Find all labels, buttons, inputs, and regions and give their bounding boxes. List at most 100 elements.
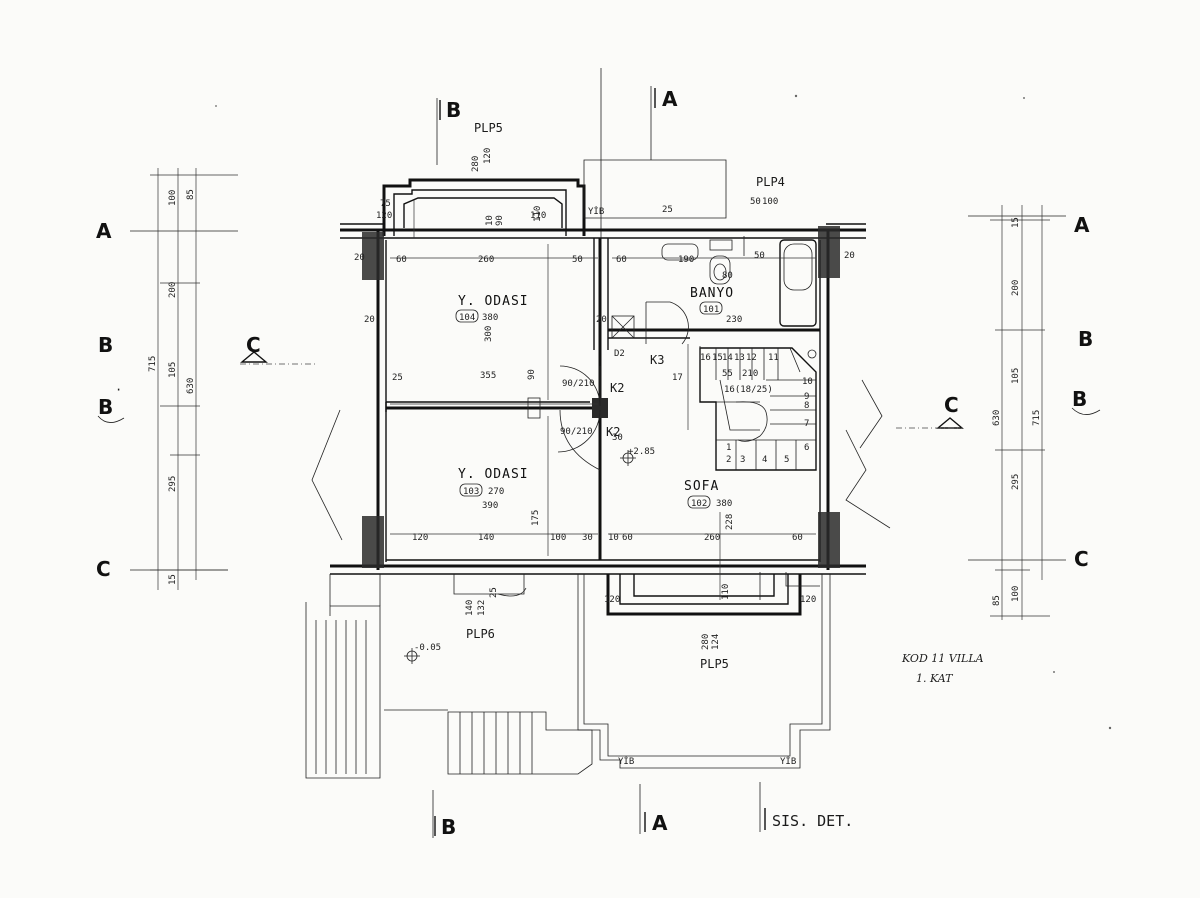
yib-labels: YİB YİB YİB bbox=[588, 206, 796, 767]
dim-120-c: 120 bbox=[604, 595, 620, 605]
dim-100-top: 100 bbox=[762, 197, 778, 207]
dim-25-top: 25 bbox=[662, 205, 673, 215]
plp-top: PLP5 bbox=[474, 121, 503, 135]
dim-30-b: 30 bbox=[612, 433, 623, 443]
right-grid-axis: A B B C 15 200 105 630 715 295 85 100 bbox=[968, 205, 1101, 620]
section-marker-left-c: C bbox=[246, 333, 261, 357]
stair-step-13: 13 bbox=[734, 353, 745, 363]
plp-labels: PLP5 PLP4 PLP6 PLP5 bbox=[466, 121, 785, 671]
dimension-texts: 280 120 75 120 10 90 110 60 260 50 190 8… bbox=[354, 148, 855, 650]
stair-step-5: 5 bbox=[784, 455, 789, 465]
dim-140-b: 140 bbox=[465, 600, 475, 616]
section-markers: B A B A SIS. DET. C C bbox=[240, 68, 964, 839]
room-102-code: 102 bbox=[691, 499, 707, 509]
stair-note: 16(18/25) bbox=[724, 385, 773, 395]
grid-label-right-b: B bbox=[1078, 327, 1093, 351]
section-marker-top-b: B bbox=[446, 98, 461, 122]
section-marker-top-a: A bbox=[662, 87, 678, 111]
doors: 90/210 K2 90/210 K2 K3 D2 bbox=[557, 301, 701, 471]
dim-228: 228 bbox=[725, 514, 735, 530]
dim-110-b: 110 bbox=[721, 584, 731, 600]
stair-step-16: 16 bbox=[700, 353, 711, 363]
section-marker-bottom-a: A bbox=[652, 811, 668, 835]
grid-label-right-b2: B bbox=[1072, 387, 1087, 411]
door-k2-upper: K2 bbox=[610, 381, 624, 395]
stair-step-7: 7 bbox=[804, 419, 809, 429]
annotation-line-2: 1. KAT bbox=[916, 672, 954, 685]
dim-175: 175 bbox=[531, 510, 541, 526]
door-k3: K3 bbox=[650, 353, 664, 367]
right-dim-630: 630 bbox=[992, 410, 1002, 426]
door-k2-lower: K2 bbox=[606, 425, 620, 439]
left-dim-630: 630 bbox=[186, 378, 196, 394]
dim-60-a: 60 bbox=[396, 255, 407, 265]
yib-top: YİB bbox=[588, 206, 604, 217]
dim-140-a: 140 bbox=[478, 533, 494, 543]
dim-75: 75 bbox=[380, 199, 391, 209]
dim-120-b: 120 bbox=[412, 533, 428, 543]
left-dim-105: 105 bbox=[168, 362, 178, 378]
dim-120-top: 120 bbox=[483, 148, 493, 164]
room-102-name: SOFA bbox=[684, 479, 719, 494]
dim-270: 270 bbox=[488, 487, 504, 497]
stair-step-11: 11 bbox=[768, 353, 779, 363]
grid-label-left-b2: B bbox=[98, 395, 113, 419]
dim-25: 25 bbox=[392, 373, 403, 383]
room-102-size: 380 bbox=[716, 499, 732, 509]
dim-20-right: 20 bbox=[844, 251, 855, 261]
dim-10-b: 10 bbox=[608, 533, 619, 543]
dim-50-a: 50 bbox=[572, 255, 583, 265]
grid-label-right-c: C bbox=[1074, 547, 1089, 571]
staircase: 16 15 14 13 12 11 10 9 8 7 6 5 4 3 2 1 1… bbox=[699, 347, 817, 471]
right-dim-100: 100 bbox=[1011, 586, 1021, 602]
left-dim-200: 200 bbox=[168, 282, 178, 298]
level-lower: -0.05 bbox=[414, 643, 441, 653]
building-walls bbox=[311, 159, 891, 616]
room-101-size: 230 bbox=[726, 315, 742, 325]
plp-bottom-left: PLP6 bbox=[466, 627, 495, 641]
left-dim-100: 100 bbox=[168, 190, 178, 206]
dim-90-top: 90 bbox=[495, 215, 505, 226]
plp-bottom-right: PLP5 bbox=[700, 657, 729, 671]
room-labels: Y. ODASI 104 380 Y. ODASI 103 390 BANYO … bbox=[455, 286, 742, 511]
dim-355: 355 bbox=[480, 371, 496, 381]
dim-17: 17 bbox=[672, 373, 683, 383]
yib-bottom-left: YİB bbox=[618, 756, 634, 767]
stair-step-4: 4 bbox=[762, 455, 767, 465]
stair-step-15: 15 bbox=[712, 353, 723, 363]
right-dim-295: 295 bbox=[1011, 474, 1021, 490]
dim-20-c: 20 bbox=[596, 315, 607, 325]
room-104-name: Y. ODASI bbox=[458, 294, 529, 309]
dim-260-b: 260 bbox=[704, 533, 720, 543]
left-dim-15: 15 bbox=[168, 574, 178, 585]
dim-124: 124 bbox=[711, 634, 721, 650]
room-103-name: Y. ODASI bbox=[458, 467, 529, 482]
dim-60-d: 60 bbox=[616, 255, 627, 265]
annotation-line-1: KOD 11 VILLA bbox=[901, 652, 984, 665]
grid-label-left-c: C bbox=[96, 557, 111, 581]
stair-step-1: 1 bbox=[726, 443, 731, 453]
dim-110-top: 110 bbox=[533, 206, 543, 222]
left-dim-715: 715 bbox=[148, 356, 158, 372]
plp-right-top: PLP4 bbox=[756, 175, 785, 189]
door-d2: D2 bbox=[614, 349, 625, 359]
dim-60-b: 60 bbox=[622, 533, 633, 543]
right-dim-15: 15 bbox=[1011, 217, 1021, 228]
dim-55: 55 bbox=[722, 369, 733, 379]
dim-120-left: 120 bbox=[376, 211, 392, 221]
room-103-code: 103 bbox=[463, 487, 479, 497]
grid-label-left-a: A bbox=[96, 219, 112, 243]
grid-label-right-a: A bbox=[1074, 213, 1090, 237]
level-upper: +2.85 bbox=[628, 447, 655, 457]
dim-300: 300 bbox=[484, 326, 494, 342]
left-dim-85: 85 bbox=[186, 189, 196, 200]
stair-step-12: 12 bbox=[746, 353, 757, 363]
dim-30-a: 30 bbox=[582, 533, 593, 543]
stair-step-9: 9 bbox=[804, 392, 809, 402]
stair-step-14: 14 bbox=[722, 353, 733, 363]
stair-step-2: 2 bbox=[726, 455, 731, 465]
stair-step-8: 8 bbox=[804, 401, 809, 411]
dim-60-c: 60 bbox=[792, 533, 803, 543]
bathroom-fixtures bbox=[661, 236, 817, 327]
